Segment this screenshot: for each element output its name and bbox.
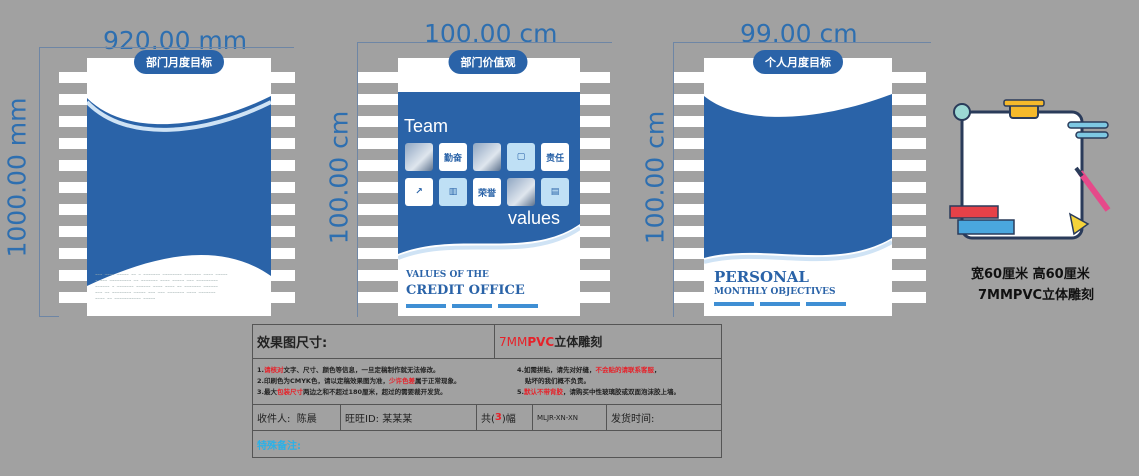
bar-chart-icon: ▥ — [439, 178, 467, 206]
wangwang-cell: 旺旺ID: 某某某 — [341, 405, 477, 430]
dimension-line — [39, 47, 294, 48]
value-tile-responsibility: 责任 — [541, 143, 569, 171]
dimension-line — [39, 316, 59, 317]
decorative-bars — [406, 304, 538, 308]
wave-background — [398, 92, 580, 260]
wangwang-value: 某某某 — [382, 414, 413, 425]
width-dimension-3: 99.00 cm — [740, 19, 858, 48]
clipboard-board-illustration — [949, 99, 1111, 240]
panel-personal-goals: PERSONAL MONTHLY OBJECTIVES — [704, 58, 892, 316]
wave-background — [704, 94, 892, 264]
panel-title-1: 部门月度目标 — [134, 50, 224, 74]
values-word: values — [508, 208, 561, 228]
total-count-cell: 共( 3 )幅 — [477, 405, 533, 430]
personal-subtitle-line1: PERSONAL — [714, 268, 809, 286]
receiver-cell: 收件人: 陈晨 — [253, 405, 341, 430]
panel-department-values: Team values 勤奋 ▢ 责任 ↗ ▥ 荣誉 ▤ VALUES OF T… — [398, 58, 580, 316]
material-prefix: 7MM — [499, 334, 528, 349]
remark-label: 特殊备注: — [257, 441, 301, 452]
photo-tile — [473, 143, 501, 171]
value-tile-diligence: 勤奋 — [439, 143, 467, 171]
receiver-name: 陈晨 — [296, 414, 317, 425]
code-cell: MLJR-XN-XN — [533, 405, 607, 430]
table-row-info: 收件人: 陈晨 旺旺ID: 某某某 共( 3 )幅 MLJR-XN-XN 发货时… — [253, 405, 721, 431]
table-row-remark: 特殊备注: — [253, 431, 721, 458]
material-suffix: 立体雕刻 — [554, 335, 603, 349]
clipboard-icon: ▤ — [541, 178, 569, 206]
document-icon: ▢ — [507, 143, 535, 171]
photo-tile — [507, 178, 535, 206]
dimension-line — [357, 42, 358, 317]
value-tile-honor: 荣誉 — [473, 178, 501, 206]
personal-subtitle-line2: MONTHLY OBJECTIVES — [714, 287, 836, 297]
board-size-label: 宽60厘米 高60厘米 — [971, 267, 1090, 282]
material-pvc: PVC — [527, 334, 555, 349]
panel-title-2: 部门价值观 — [448, 50, 528, 74]
dimension-line — [673, 42, 931, 43]
photo-tile — [405, 143, 433, 171]
panel-title-3: 个人月度目标 — [753, 50, 843, 74]
material-cell: 7MM PVC 立体雕刻 — [495, 325, 721, 358]
chart-icon: ↗ — [405, 178, 433, 206]
team-word: Team — [404, 116, 449, 136]
panel-department-goals: ~~~ ~~~~ ~~~~~ ~~ ~ ~~~~~~~ ~~~~~~~~ ~~~… — [87, 58, 271, 316]
notes-left: 1.请核对文字、尺寸、颜色等信息，一旦定稿制作就无法修改。 2.印刷色为CMYK… — [257, 366, 461, 396]
board-material-label: 7MMPVC立体雕刻 — [978, 288, 1095, 303]
table-row-notes: 1.请核对文字、尺寸、颜色等信息，一旦定稿制作就无法修改。 2.印刷色为CMYK… — [253, 359, 721, 405]
decorative-bars — [714, 302, 846, 306]
placeholder-text: ~~~ ~~~~ ~~~~~ ~~ ~ ~~~~~~~ ~~~~~~~~ ~~~… — [95, 272, 228, 301]
dimension-line — [39, 47, 40, 317]
spec-table: 效果图尺寸: 7MM PVC 立体雕刻 1.请核对文字、尺寸、颜色等信息，一旦定… — [252, 324, 722, 458]
dimension-line — [673, 42, 674, 317]
dimension-line — [357, 42, 612, 43]
table-row: 效果图尺寸: 7MM PVC 立体雕刻 — [253, 325, 721, 359]
width-dimension-2: 100.00 cm — [424, 19, 558, 48]
wave-background — [87, 96, 271, 286]
height-dimension-3: 100.00 cm — [640, 110, 670, 245]
values-subtitle-line1: VALUES OF THE — [406, 270, 489, 280]
effect-size-label: 效果图尺寸: — [253, 325, 495, 358]
height-dimension-2: 100.00 cm — [324, 110, 354, 245]
values-subtitle-line2: CREDIT OFFICE — [406, 283, 525, 298]
ship-time-cell: 发货时间: — [611, 414, 655, 425]
notes-right: 4.如需拼贴，请先对好缝，不会贴的请联系客服， 贴坏的我们概不负责。 5.默认不… — [517, 366, 680, 396]
height-dimension-1: 1000.00 mm — [2, 97, 32, 258]
